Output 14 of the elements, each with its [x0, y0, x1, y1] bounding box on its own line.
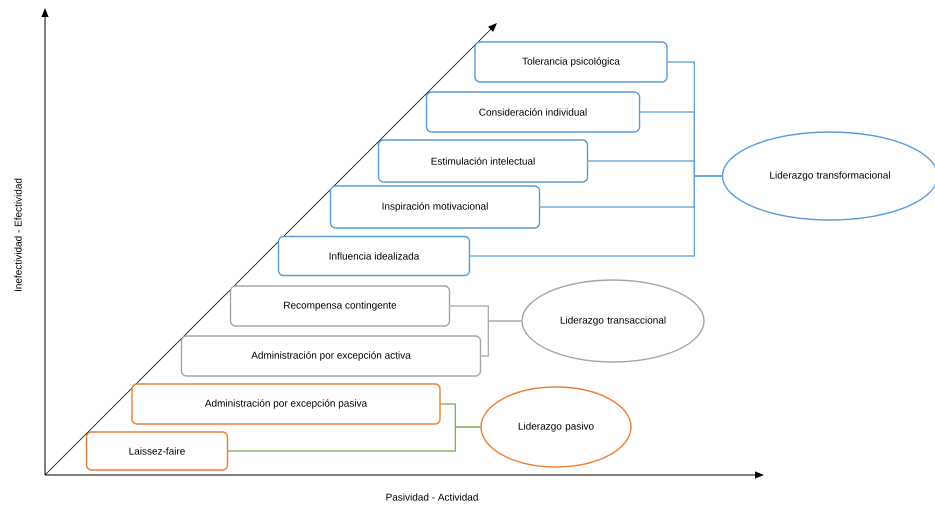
connector-line [228, 426, 480, 452]
connector-line [481, 320, 522, 357]
text-box: Tolerancia psicológica [474, 41, 668, 83]
text-box: Estimulación intelectual [378, 139, 588, 183]
text-box: Inspiración motivacional [330, 185, 540, 229]
text-box: Consideración individual [426, 91, 640, 133]
axis-label: Inefectividad - Efectividad [14, 178, 22, 292]
text-box: Administración por excepción activa [180, 335, 482, 377]
text-box: Laissez-faire [86, 431, 228, 471]
text-box: Administración por excepción pasiva [131, 383, 441, 425]
connector-line [470, 175, 722, 257]
axis-label: Pasividad - Actividad [386, 493, 478, 501]
text-box: Recompensa contingente [230, 285, 450, 327]
text-box: Influencia idealizada [278, 236, 470, 276]
